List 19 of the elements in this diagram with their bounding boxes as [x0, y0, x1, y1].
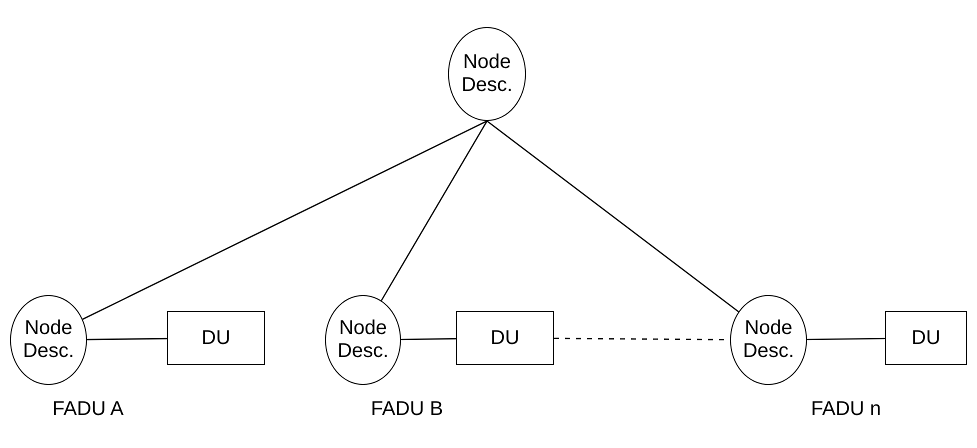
group-label: FADU A	[52, 398, 124, 421]
node-label: Node Desc.	[742, 317, 796, 363]
node-label: Node Desc.	[22, 317, 76, 363]
connector-line	[87, 338, 167, 340]
connector-line	[486, 120, 739, 312]
connector-line	[82, 120, 488, 320]
node-label: DU	[202, 326, 230, 350]
connector-line	[400, 338, 456, 340]
node-label: DU	[490, 326, 520, 350]
node-label: Node Desc.	[336, 317, 390, 363]
connector-line	[380, 120, 488, 301]
node-label: Node Desc.	[460, 51, 514, 97]
group-label: FADU n	[810, 398, 882, 421]
process-box	[167, 311, 265, 365]
group-label: FADU B	[370, 398, 444, 421]
connector-line	[807, 338, 885, 340]
process-box	[885, 311, 967, 365]
process-box	[456, 311, 554, 365]
node-label: DU	[912, 326, 940, 350]
